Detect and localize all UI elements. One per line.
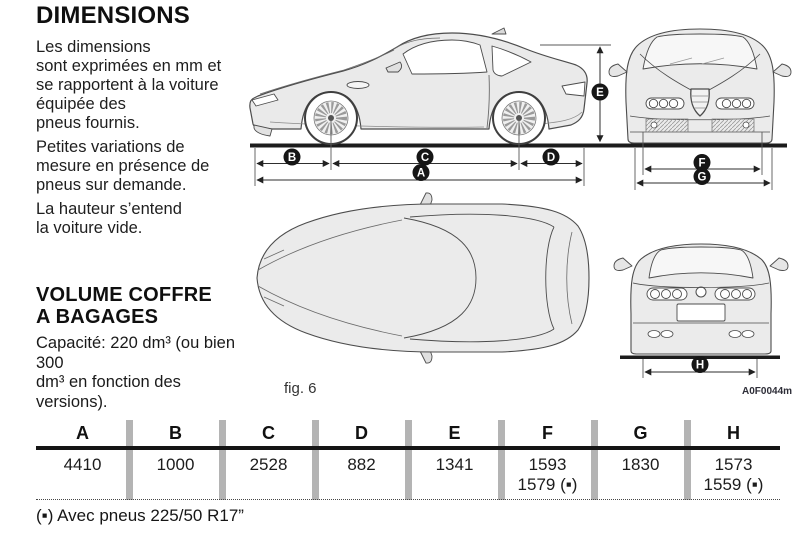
svg-text:H: H [696,360,704,372]
dim-label-b: B [283,148,301,166]
volume-heading: VOLUME COFFRE A BAGAGES [36,284,212,328]
intro-paragraph-2: Petites variations de mesure en présence… [36,138,210,194]
dim-label-e: E [591,83,609,101]
svg-text:F: F [698,158,705,170]
figure-caption: fig. 6 [284,380,317,397]
front-view-car [608,28,792,144]
svg-text:E: E [596,87,604,99]
dim-label-d: D [542,148,560,166]
column-separator [125,420,133,500]
dim-label-c: C [416,148,434,166]
dim-label-f: F [693,154,711,171]
figure-code: A0F0044m [742,386,793,397]
svg-text:C: C [421,152,429,164]
table-header-f: F [542,422,553,443]
rear-view-car [613,243,789,355]
top-view-car [256,192,590,364]
side-view-car [249,27,588,145]
column-separator [683,420,691,500]
svg-text:B: B [288,152,296,164]
volume-text: Capacité: 220 dm³ (ou bien 300 dm³ en fo… [36,334,236,411]
svg-text:D: D [547,152,555,164]
left-text-column: DIMENSIONS Les dimensions sont exprimées… [36,3,250,412]
dim-label-a: A [412,164,430,181]
table-header-a: A [76,422,89,443]
table-value-row: 4410 1000 2528 882 1341 1593 1579 (▪) 18… [36,450,780,500]
table-value-g: 1830 [621,455,660,474]
alfa-emblem [695,286,707,298]
table-header-d: D [355,422,368,443]
table-value-b: 1000 [156,455,195,474]
table-value-a: 4410 [63,455,102,474]
vehicle-dimensions-diagram: B C D A E F G H [249,27,792,378]
svg-text:A: A [417,168,425,180]
license-plate [676,303,726,322]
table-value-f: 1593 1579 (▪) [517,455,578,494]
extension-lines [254,44,773,378]
dim-label-h: H [691,356,709,373]
dim-label-g: G [693,168,711,185]
table-rule [36,446,780,450]
column-separator [218,420,226,500]
table-header-g: G [633,422,648,443]
table-header-row: A B C D E F G H [36,420,780,446]
column-separator [311,420,319,500]
table-value-c: 2528 [249,455,288,474]
page-title: DIMENSIONS [36,2,191,29]
front-wheel [304,91,358,145]
column-separator [404,420,412,500]
intro-paragraph-1: Les dimensions sont exprimées en mm et s… [36,38,222,132]
rear-wheel [492,91,546,145]
intro-paragraph-3: La hauteur s’entend la voiture vide. [36,200,182,237]
column-separator [497,420,505,500]
table-value-h: 1573 1559 (▪) [703,455,764,494]
svg-text:G: G [698,172,707,184]
table-value-e: 1341 [435,455,474,474]
ground-line [250,143,787,148]
table-value-d: 882 [347,455,376,474]
tyre-footnote: (▪) Avec pneus 225/50 R17” [36,506,244,525]
table-header-e: E [448,422,461,443]
table-header-c: C [262,422,275,443]
dimensions-table: A B C D E F G H 4410 1000 2528 882 1341 … [36,420,780,500]
column-separator [590,420,598,500]
table-header-b: B [169,422,182,443]
table-header-h: H [727,422,740,443]
